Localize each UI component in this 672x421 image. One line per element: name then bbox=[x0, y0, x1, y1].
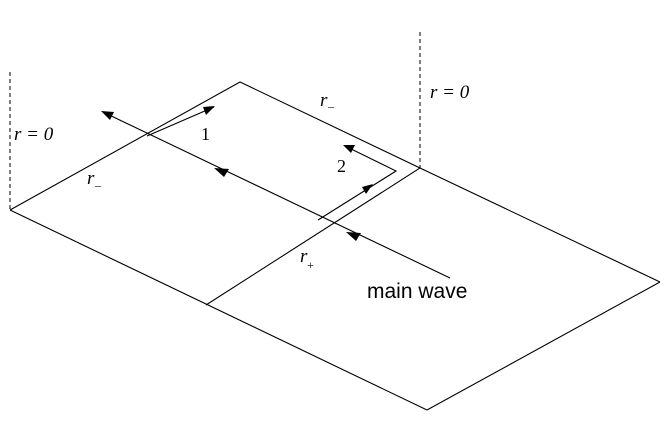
right-front-edge bbox=[426, 281, 661, 411]
path-1-arrowhead bbox=[203, 106, 215, 115]
r-plus-label: r bbox=[300, 246, 308, 267]
right-r-zero-label: r = 0 bbox=[430, 82, 470, 103]
path-2-mid-arrowhead bbox=[362, 184, 373, 194]
r-minus-left-label: r bbox=[87, 168, 95, 189]
path-2-label: 2 bbox=[337, 156, 346, 176]
right-back-edge bbox=[419, 167, 661, 283]
main-wave-end-arrowhead bbox=[101, 111, 114, 120]
r-plus-subscript: + bbox=[307, 258, 314, 272]
reflected-path-1 bbox=[146, 106, 215, 137]
main-wave-mid-arrowhead-2 bbox=[346, 232, 361, 241]
r-minus-left-subscript: – bbox=[94, 178, 102, 192]
upper-parallelogram bbox=[9, 81, 422, 306]
reflected-path-2 bbox=[317, 145, 398, 221]
path-1-label: 1 bbox=[201, 124, 210, 144]
main-wave-mid-arrowhead-1 bbox=[214, 168, 229, 177]
main-wave-label: main wave bbox=[367, 280, 467, 303]
main-wave-line bbox=[102, 111, 451, 279]
r-minus-top-label: r bbox=[320, 90, 328, 111]
path-2-end-arrowhead bbox=[343, 145, 355, 153]
left-r-zero-label: r = 0 bbox=[14, 124, 54, 145]
left-front-edge bbox=[9, 209, 428, 411]
r-minus-top-subscript: – bbox=[327, 99, 335, 113]
